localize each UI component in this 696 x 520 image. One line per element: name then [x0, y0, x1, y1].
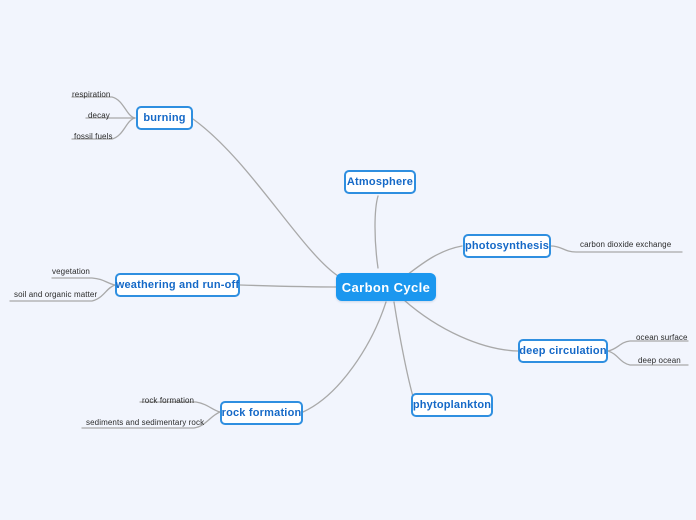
node-photosynthesis-label: photosynthesis	[464, 239, 550, 252]
node-burning[interactable]: burning	[136, 106, 193, 130]
leaf-carbon-dioxide-exchange[interactable]: carbon dioxide exchange	[580, 241, 671, 249]
link-root-weathering	[239, 284, 338, 288]
link-deep-oceansurface	[607, 340, 689, 352]
link-root-deepcirculation	[403, 299, 519, 352]
leaf-sediments-and-sedimentary-rock[interactable]: sediments and sedimentary rock	[86, 419, 204, 427]
leaf-deep-ocean[interactable]: deep ocean	[638, 357, 681, 365]
root-node-label: Carbon Cycle	[341, 279, 431, 295]
node-rock-formation[interactable]: rock formation	[220, 401, 303, 425]
leaf-soil-and-organic-matter[interactable]: soil and organic matter	[14, 291, 97, 299]
leaf-decay[interactable]: decay	[88, 112, 110, 120]
node-deep-circulation-label: deep circulation	[519, 344, 607, 357]
node-phytoplankton-label: phytoplankton	[412, 398, 492, 411]
leaf-ocean-surface-label: ocean surface	[636, 333, 688, 342]
link-root-photosynthesis	[406, 245, 463, 276]
leaf-carbon-dioxide-exchange-label: carbon dioxide exchange	[580, 240, 672, 249]
leaf-vegetation-label: vegetation	[52, 267, 90, 276]
leaf-respiration[interactable]: respiration	[72, 91, 110, 99]
node-weathering-and-run-off-label: weathering and run-off	[115, 278, 240, 291]
link-root-phytoplankton	[393, 301, 415, 401]
leaf-fossil-fuels[interactable]: fossil fuels	[74, 133, 113, 141]
link-weathering-vegetation	[51, 277, 116, 286]
node-atmosphere[interactable]: Atmosphere	[344, 170, 416, 194]
leaf-vegetation[interactable]: vegetation	[52, 268, 90, 276]
leaf-ocean-surface[interactable]: ocean surface	[636, 334, 688, 342]
leaf-decay-label: decay	[88, 111, 110, 120]
node-photosynthesis[interactable]: photosynthesis	[463, 234, 551, 258]
leaf-fossil-fuels-label: fossil fuels	[74, 132, 113, 141]
node-deep-circulation[interactable]: deep circulation	[518, 339, 608, 363]
leaf-rock-formation-child[interactable]: rock formation	[142, 397, 194, 405]
node-rock-formation-label: rock formation	[221, 406, 302, 419]
root-node-carbon-cycle[interactable]: Carbon Cycle	[336, 273, 436, 301]
leaf-deep-ocean-label: deep ocean	[638, 356, 681, 365]
leaf-soil-and-organic-matter-label: soil and organic matter	[14, 290, 98, 299]
node-phytoplankton[interactable]: phytoplankton	[411, 393, 493, 417]
node-atmosphere-label: Atmosphere	[346, 175, 414, 188]
leaf-respiration-label: respiration	[72, 90, 111, 99]
link-root-atmosphere	[374, 195, 379, 269]
link-root-burning	[192, 118, 339, 277]
link-root-rockformation	[302, 301, 387, 413]
leaf-rock-formation-child-label: rock formation	[142, 396, 195, 405]
leaf-sediments-and-sedimentary-rock-label: sediments and sedimentary rock	[86, 418, 205, 427]
node-weathering-and-run-off[interactable]: weathering and run-off	[115, 273, 240, 297]
node-burning-label: burning	[143, 111, 186, 124]
